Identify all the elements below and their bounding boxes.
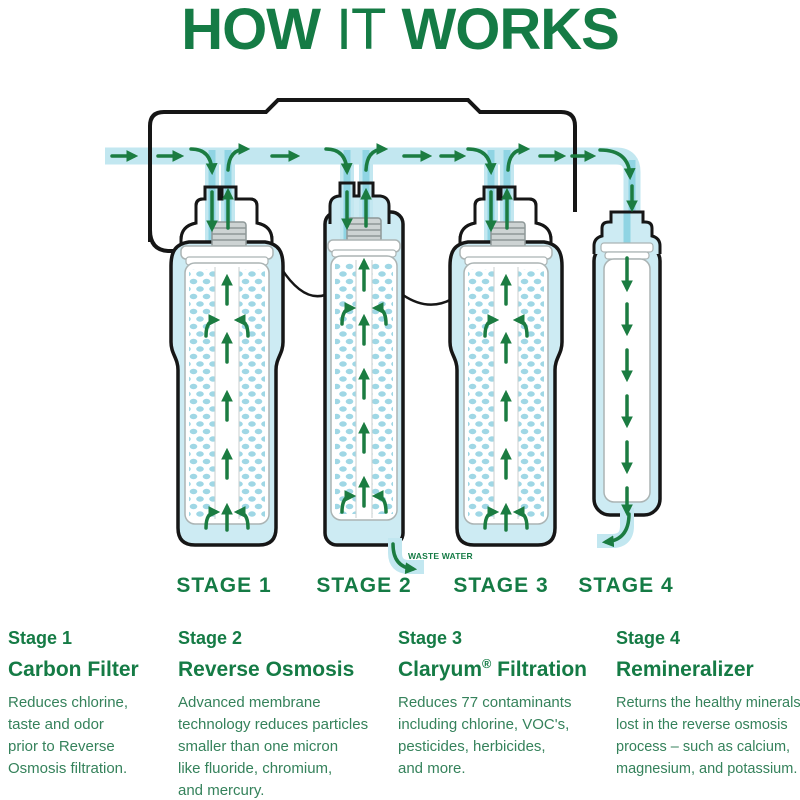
stage-2-label: Stage 2 — [178, 628, 243, 648]
stage-2-name: Reverse Osmosis — [178, 658, 355, 681]
stage-1-column: Stage 1 Carbon Filter Reduces chlorine, … — [8, 628, 170, 780]
stage-1-tick: STAGE 1 — [176, 574, 271, 597]
stage-1-name: Carbon Filter — [8, 658, 139, 681]
stage-2-column: Stage 2 Reverse Osmosis Advanced membran… — [178, 628, 393, 800]
stage-4-column: Stage 4 Remineralizer Returns the health… — [616, 628, 800, 780]
filter-stage-1 — [169, 150, 285, 547]
stage-4-tick: STAGE 4 — [578, 574, 673, 597]
flow-arrows — [340, 187, 388, 514]
filter-stage-3 — [450, 150, 562, 545]
stage-3-tick: STAGE 3 — [453, 574, 548, 597]
stage-3-label: Stage 3 — [398, 628, 463, 648]
stage-3-name: Claryum® Filtration — [398, 657, 587, 681]
flow-arrows — [204, 187, 250, 532]
title-word-it: IT — [335, 0, 387, 62]
stage-2-tick: STAGE 2 — [316, 574, 411, 597]
stage-4-label: Stage 4 — [616, 628, 681, 648]
stage-3-description: Reduces 77 contaminants including chlori… — [398, 694, 572, 777]
stage-4-description: Returns the healthy minerals lost in the… — [616, 695, 800, 777]
title-word-works: WORKS — [401, 0, 619, 62]
stage-1-label: Stage 1 — [8, 628, 73, 648]
supply-flow-arrows — [110, 143, 638, 213]
filter-stage-2 — [323, 150, 405, 547]
stage-1-description: Reduces chlorine, taste and odor prior t… — [8, 694, 129, 777]
flow-arrows — [601, 256, 633, 548]
stage-4-name: Remineralizer — [616, 658, 754, 681]
filter-stage-4 — [592, 210, 662, 548]
stage-2-description: Advanced membrane technology reduces par… — [178, 694, 369, 799]
title-word-how: HOW — [181, 0, 321, 62]
waste-water-outlet: WASTE WATER — [388, 538, 473, 575]
stage-3-column: Stage 3 Claryum® Filtration Reduces 77 c… — [398, 628, 608, 780]
waste-water-label: WASTE WATER — [408, 551, 473, 561]
filtration-diagram: WASTE WATER STAGE 1 STAGE 2 STAGE 3 STAG… — [105, 98, 673, 597]
